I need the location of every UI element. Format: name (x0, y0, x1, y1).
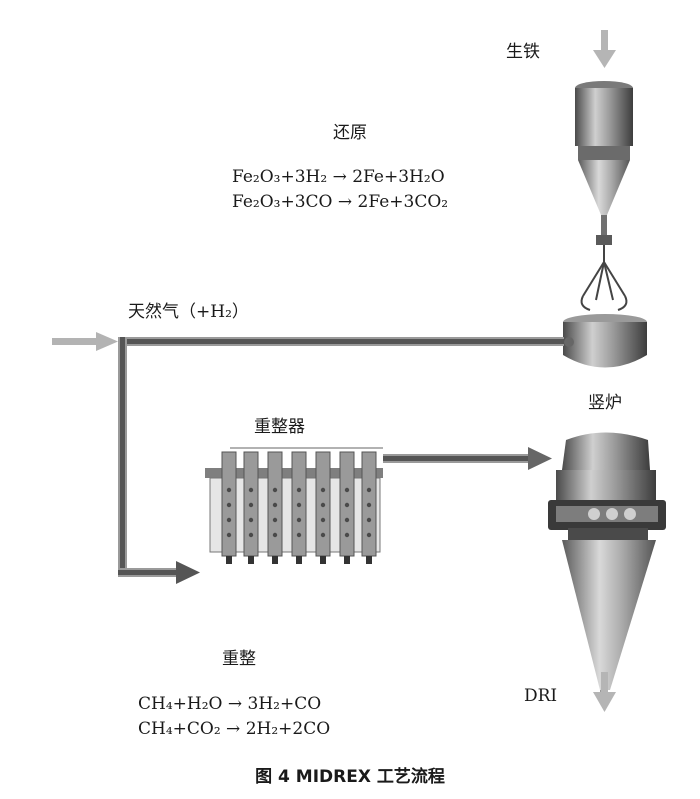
reformer-label: 重整器 (254, 417, 305, 437)
gas-pipe-to-furnace (118, 337, 564, 346)
reformer-unit (205, 447, 383, 564)
reforming-label: 重整 (222, 649, 256, 669)
pig-iron-label: 生铁 (506, 42, 540, 62)
shaft-furnace-upper (563, 314, 647, 368)
reduction-equation-1: Fe₂O₃+3H₂ → 2Fe+3H₂O (232, 167, 445, 187)
figure-caption: 图 4 MIDREX 工艺流程 (255, 767, 445, 787)
natural-gas-inlet-arrow (52, 332, 118, 351)
reformed-gas-pipe (383, 447, 552, 470)
dri-output-arrow (593, 672, 616, 712)
top-hopper (575, 81, 633, 245)
gas-pipe-to-reformer (118, 337, 200, 584)
reforming-equation-1: CH₄+H₂O → 3H₂+CO (138, 694, 322, 714)
distributor (580, 245, 628, 311)
shaft-furnace-lower (548, 432, 666, 700)
dri-label: DRI (524, 686, 558, 706)
feed-arrow (593, 30, 616, 68)
shaft-furnace-label: 竖炉 (588, 393, 622, 413)
natural-gas-label: 天然气（+H₂） (128, 302, 249, 322)
reduction-label: 还原 (333, 123, 367, 143)
reduction-equation-2: Fe₂O₃+3CO → 2Fe+3CO₂ (232, 192, 449, 212)
reforming-equation-2: CH₄+CO₂ → 2H₂+2CO (138, 719, 331, 739)
